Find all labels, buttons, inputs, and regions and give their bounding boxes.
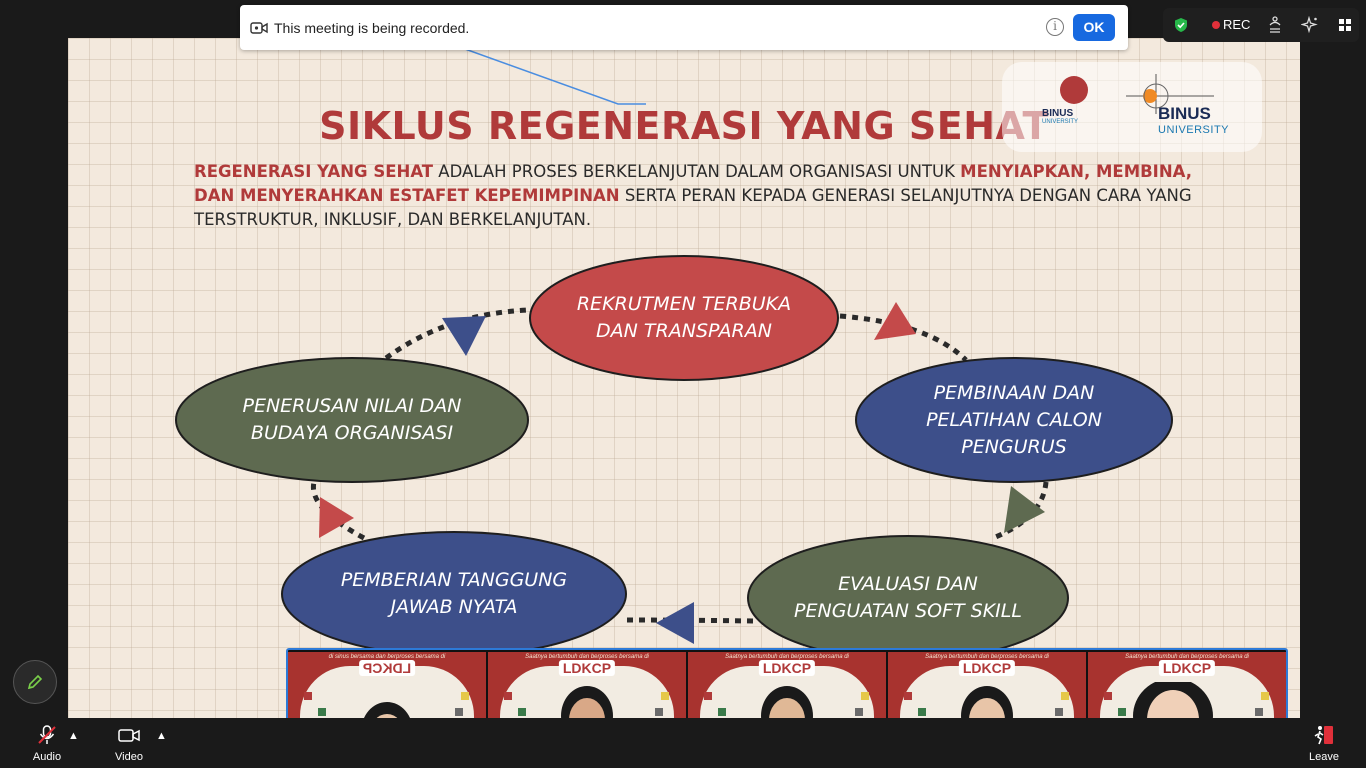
background-square <box>718 708 726 716</box>
audio-options-chevron-icon[interactable]: ▲ <box>68 730 79 742</box>
shared-slide: SIKLUS REGENERASI YANG SEHAT REGENERASI … <box>68 38 1300 718</box>
background-square <box>504 692 512 700</box>
cycle-nodes <box>175 255 1173 661</box>
accessibility-icon[interactable] <box>1267 16 1283 34</box>
background-square <box>1261 692 1269 700</box>
video-options-chevron-icon[interactable]: ▲ <box>156 730 167 742</box>
cycle-node-label-4: PEMBERIAN TANGGUNG JAWAB NYATA <box>340 569 568 618</box>
background-square <box>1055 708 1063 716</box>
background-square <box>1118 708 1126 716</box>
tile-banner-text: di sinus bersama dan berproses bersama d… <box>328 654 446 660</box>
background-square <box>655 708 663 716</box>
connector-1 <box>839 313 968 362</box>
video-label: Video <box>115 751 143 763</box>
logo-box: BINUS UNIVERSITY BINUS UNIVERSITY <box>1002 62 1262 152</box>
desc-text-1: ADALAH PROSES BERKELANJUTAN DALAM ORGANI… <box>433 162 961 181</box>
slide-description: REGENERASI YANG SEHAT ADALAH PROSES BERK… <box>194 160 1194 232</box>
binus-emblem-icon <box>1126 74 1214 114</box>
cycle-arrows <box>319 302 1045 644</box>
cycle-arrow-4 <box>319 497 354 538</box>
background-square <box>904 692 912 700</box>
background-square <box>661 692 669 700</box>
cycle-arrow-2 <box>1004 486 1045 533</box>
mic-muted-icon <box>38 725 56 744</box>
logo-small-university: UNIVERSITY <box>1042 119 1079 125</box>
cycle-node-2 <box>855 357 1173 483</box>
background-square <box>518 708 526 716</box>
himdi-logo: BINUS UNIVERSITY <box>1042 76 1112 125</box>
cycle-node-5 <box>175 357 529 483</box>
logo-big-binus: BINUS <box>1158 104 1211 123</box>
background-square <box>455 708 463 716</box>
slide-title: SIKLUS REGENERASI YANG SEHAT <box>319 104 1049 148</box>
cycle-diagram <box>175 39 1173 661</box>
desc-text-2: SERTA PERAN KEPADA GENERASI SELANJUTNYA … <box>194 186 1192 229</box>
tile-banner-text: Saatnya bertumbuh dan berproses bersama … <box>1125 654 1249 660</box>
cycle-arrow-3 <box>656 602 694 644</box>
pen-icon <box>27 674 43 690</box>
tile-banner-text: Saatnya bertumbuh dan berproses bersama … <box>525 654 649 660</box>
ok-button[interactable]: OK <box>1073 14 1115 41</box>
audio-button[interactable]: Audio <box>30 724 64 763</box>
video-icon <box>118 729 140 742</box>
cycle-arrow-1 <box>874 302 916 340</box>
annotate-button[interactable] <box>13 660 57 704</box>
meeting-toolbar: Audio ▲ Video ▲ Leave <box>0 718 1366 768</box>
annotation-stroke <box>439 39 646 105</box>
logo-big-university: UNIVERSITY <box>1158 124 1230 136</box>
tile-ldk-logo: LDKCP <box>358 660 416 676</box>
cycle-node-label-5: PENERUSAN NILAI DAN BUDAYA ORGANISASI <box>242 395 462 444</box>
background-square <box>861 692 869 700</box>
tile-banner-text: Saatnya bertumbuh dan berproses bersama … <box>725 654 849 660</box>
leave-label: Leave <box>1309 751 1339 763</box>
tile-banner-text: Saatnya bertumbuh dan berproses bersama … <box>925 654 1049 660</box>
desc-highlight-1: REGENERASI YANG SEHAT <box>194 162 434 181</box>
status-bar: REC <box>1163 8 1359 42</box>
background-square <box>704 692 712 700</box>
rec-dot-icon <box>1212 21 1220 29</box>
leave-icon <box>1314 726 1333 745</box>
camera-icon <box>250 21 268 34</box>
cycle-arrow-5 <box>442 316 486 356</box>
grid-view-icon[interactable] <box>1338 18 1352 32</box>
background-square <box>318 708 326 716</box>
tile-ldk-logo: LDKCP <box>558 660 616 676</box>
leave-button[interactable]: Leave <box>1304 724 1344 763</box>
rec-label[interactable]: REC <box>1223 17 1251 32</box>
cycle-node-label-1: REKRUTMEN TERBUKA DAN TRANSPARAN <box>576 293 792 342</box>
cycle-node-1 <box>529 255 839 381</box>
background-square <box>855 708 863 716</box>
video-button[interactable]: Video <box>112 724 146 763</box>
shield-icon[interactable] <box>1173 17 1189 33</box>
background-square <box>918 708 926 716</box>
recording-banner: This meeting is being recorded. i OK <box>240 5 1128 50</box>
background-square <box>461 692 469 700</box>
recording-message: This meeting is being recorded. <box>274 19 470 36</box>
himdi-seal-icon <box>1060 76 1088 104</box>
background-square <box>1255 708 1263 716</box>
logo-small-binus: BINUS <box>1042 108 1074 119</box>
tile-ldk-logo: LDKCP <box>758 660 816 676</box>
tile-ldk-logo: LDKCP <box>958 660 1016 676</box>
background-square <box>304 692 312 700</box>
background-square <box>1104 692 1112 700</box>
cycle-node-label-2: PEMBINAAN DAN PELATIHAN CALON PENGURUS <box>926 381 1102 458</box>
cycle-node-label-3: EVALUASI DAN PENGUATAN SOFT SKILL <box>794 573 1022 622</box>
binus-logo: BINUS UNIVERSITY <box>1126 74 1230 136</box>
tile-ldk-logo: LDKCP <box>1158 660 1216 676</box>
sparkle-icon[interactable] <box>1301 16 1319 34</box>
info-icon[interactable]: i <box>1046 18 1064 36</box>
desc-highlight-2: MENYIAPKAN, MEMBINA, DAN MENYERAHKAN EST… <box>194 162 1192 205</box>
background-square <box>1061 692 1069 700</box>
audio-label: Audio <box>32 751 62 763</box>
